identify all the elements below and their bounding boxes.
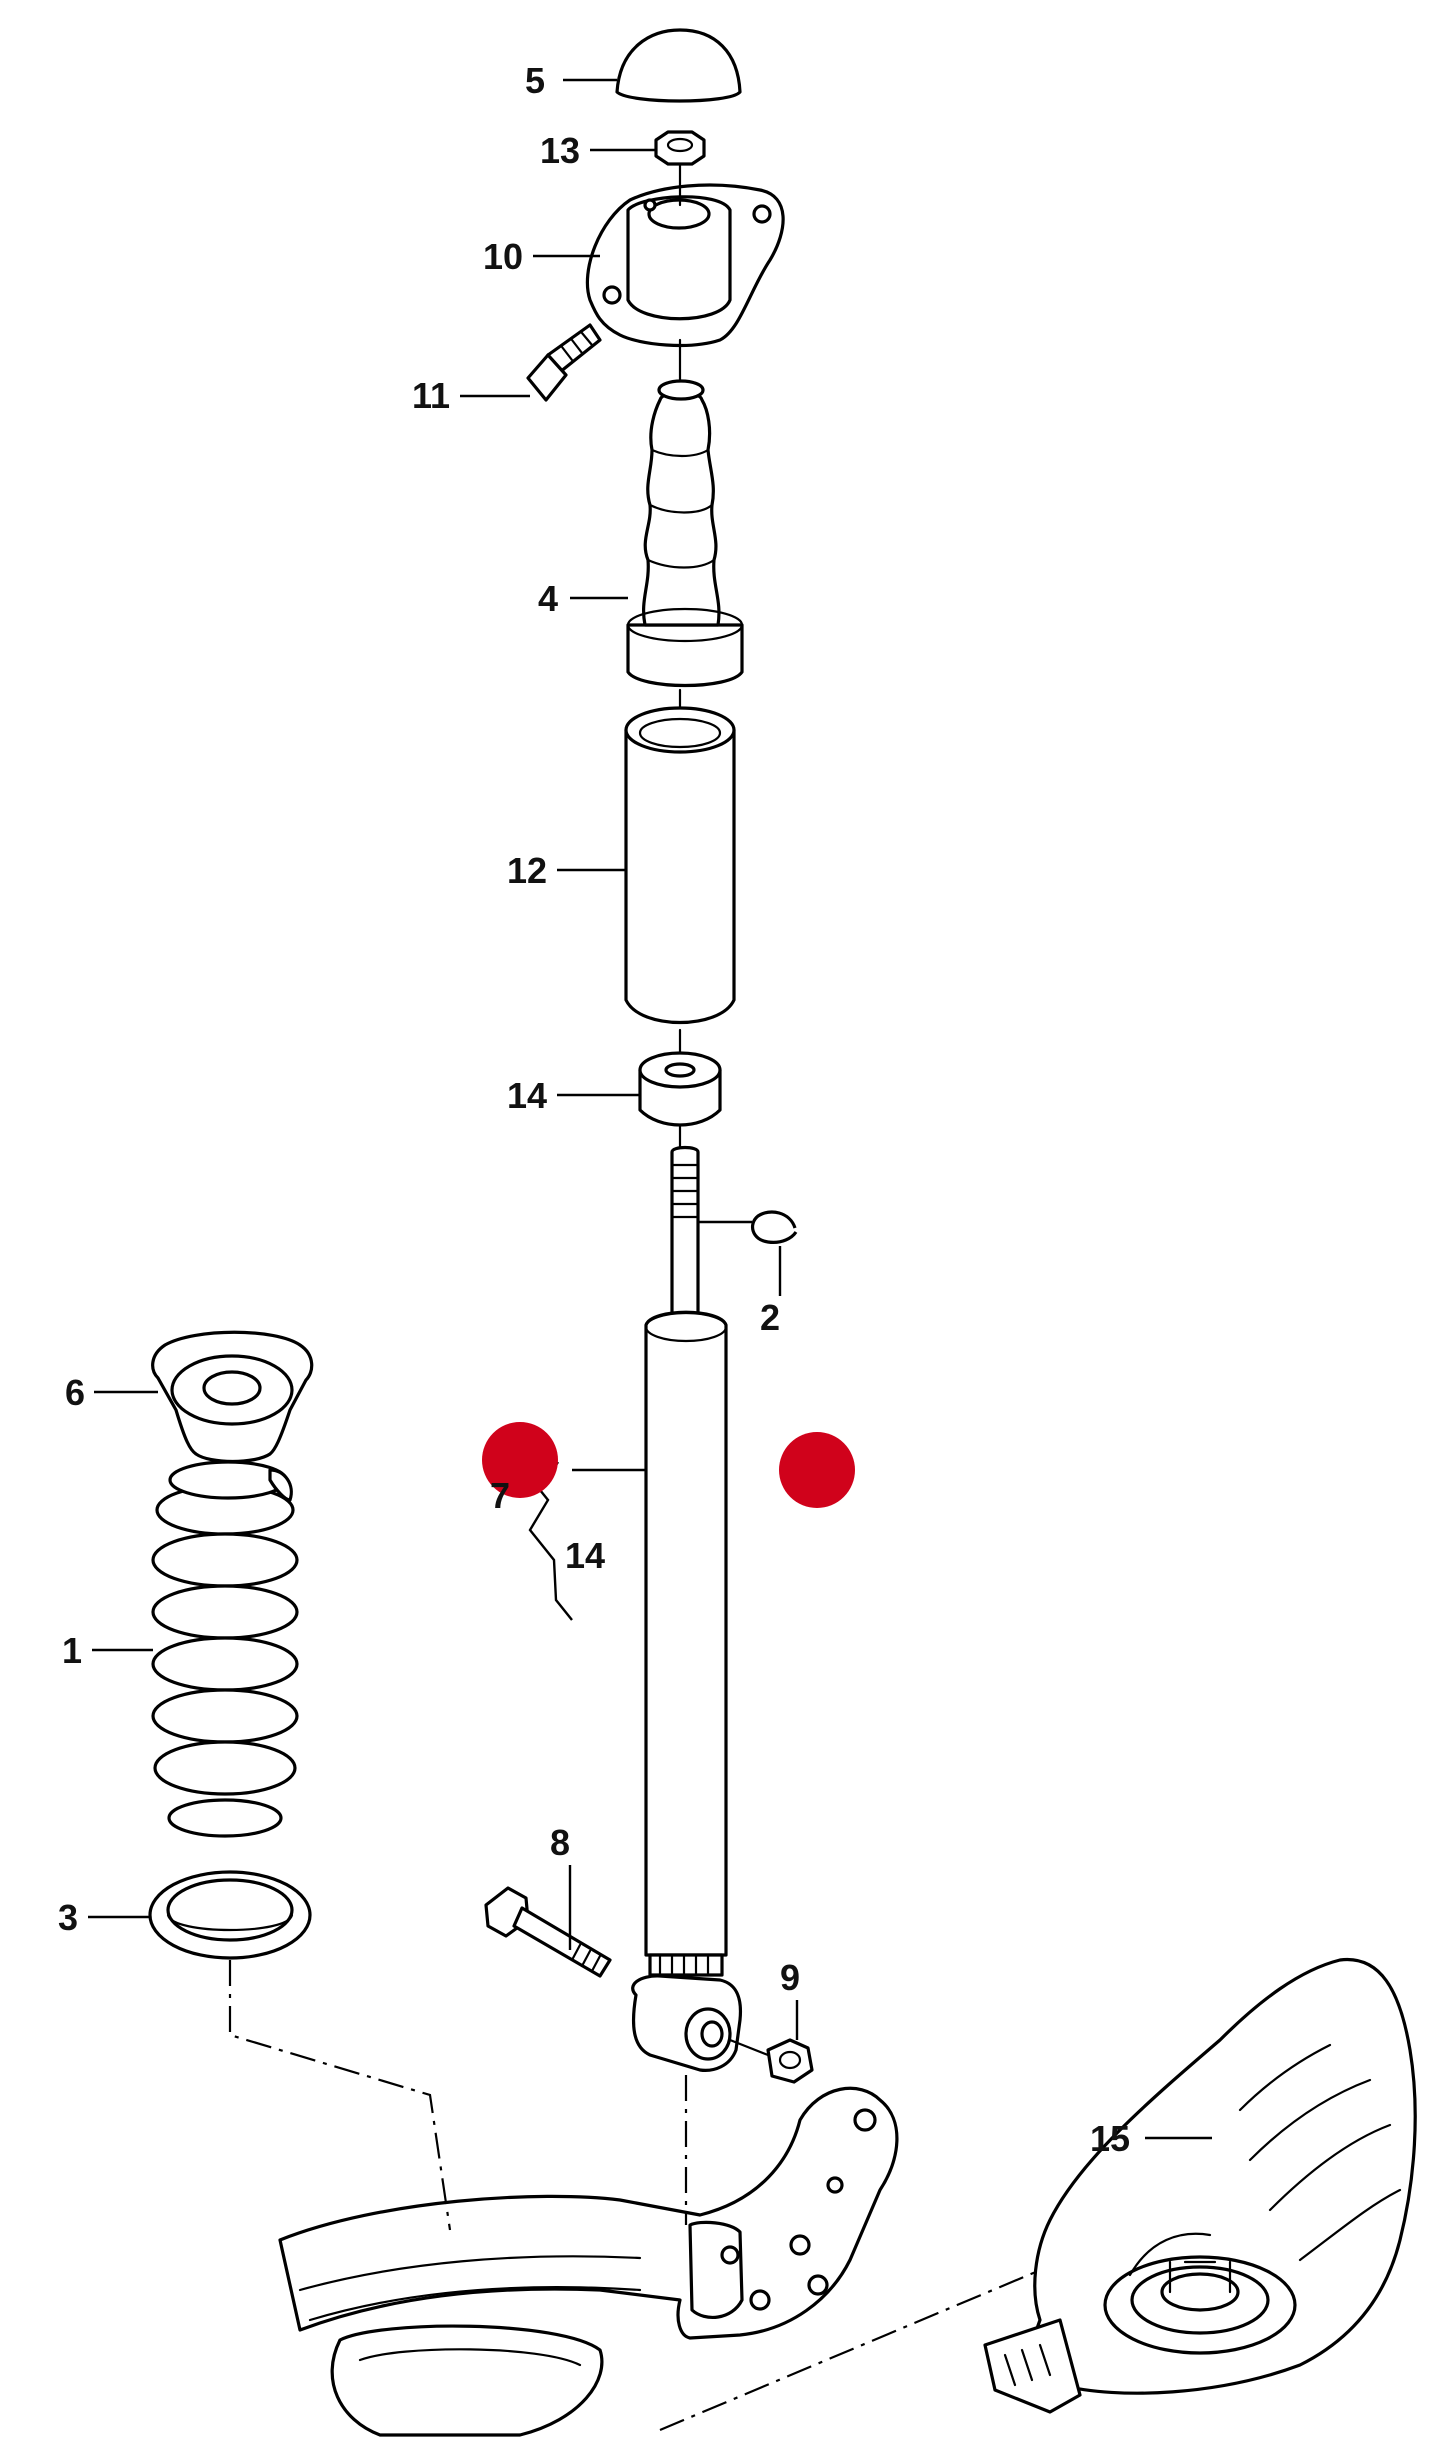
- part-3-lower-spring-seat[interactable]: [148, 1870, 312, 1960]
- callout-7: 7: [490, 1475, 510, 1516]
- callout-14-shock: 14: [565, 1535, 605, 1576]
- part-7-shock-absorber[interactable]: [631, 1145, 743, 2072]
- callout-15: 15: [1090, 2118, 1130, 2159]
- part-1-coil-spring[interactable]: [151, 1460, 299, 1838]
- callout-4: 4: [538, 578, 558, 619]
- part-13-nut[interactable]: [654, 130, 706, 166]
- callout-11: 11: [412, 375, 450, 416]
- callout-5: 5: [525, 60, 545, 101]
- callout-14-washer: 14: [507, 1075, 547, 1116]
- callout-12: 12: [507, 850, 547, 891]
- part-10-top-mount[interactable]: [585, 183, 785, 348]
- callout-1: 1: [62, 1630, 82, 1671]
- part-12-dust-tube[interactable]: [624, 706, 736, 1024]
- hotspot-left[interactable]: [482, 1422, 558, 1498]
- part-8-lower-bolt[interactable]: [484, 1886, 612, 1978]
- part-2-circlip[interactable]: [750, 1210, 798, 1244]
- callout-9: 9: [780, 1957, 800, 1998]
- part-9-lower-nut[interactable]: [728, 2038, 814, 2084]
- part-11-bolt[interactable]: [526, 323, 602, 402]
- part-15-spring-pad[interactable]: [983, 1957, 1417, 2414]
- part-4-bump-stop[interactable]: [626, 379, 744, 688]
- rear-axle-beam: [278, 2086, 899, 2437]
- callout-2: 2: [760, 1297, 780, 1338]
- callout-6: 6: [65, 1372, 85, 1413]
- part-6-upper-spring-seat[interactable]: [151, 1330, 314, 1464]
- callout-3: 3: [58, 1897, 78, 1938]
- part-14-rubber-washer[interactable]: [638, 1051, 722, 1127]
- callout-13: 13: [540, 130, 580, 171]
- hotspot-right[interactable]: [779, 1432, 855, 1508]
- callout-10: 10: [483, 236, 523, 277]
- assembly-line-spring: [228, 1960, 452, 2231]
- part-5-protective-cap[interactable]: [615, 28, 742, 103]
- callout-8: 8: [550, 1822, 570, 1863]
